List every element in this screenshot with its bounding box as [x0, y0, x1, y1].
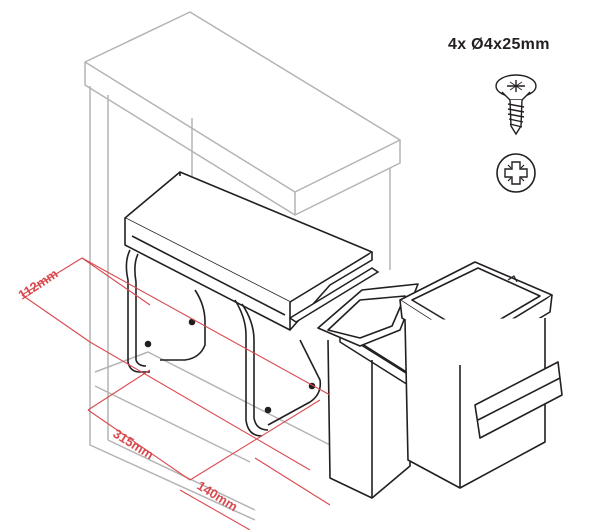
pozidriv-head-icon	[496, 153, 536, 193]
cabinet-left-side	[89, 86, 256, 521]
frame-leg-left	[125, 249, 150, 373]
bin-small	[317, 283, 419, 499]
cabinet-bottom	[94, 351, 331, 446]
cabinet-top	[84, 11, 401, 193]
dimension-depth-label: 112mm	[15, 266, 60, 303]
cabinet	[84, 11, 401, 521]
screw-spec-label: 4x Ø4x25mm	[448, 36, 550, 53]
dimension-lines	[21, 257, 331, 530]
bin-large	[399, 261, 563, 489]
frame-leg-mid	[160, 289, 206, 361]
screw-icon	[495, 74, 537, 136]
